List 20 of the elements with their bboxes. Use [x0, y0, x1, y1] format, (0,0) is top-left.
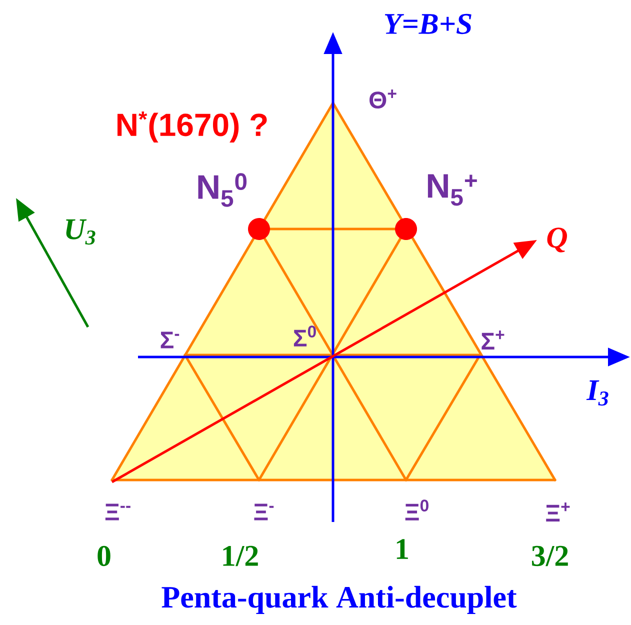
value-label: 3/2	[532, 546, 568, 566]
particle-label: Ξ$^{0}$	[405, 500, 428, 520]
particle-label: Ξ$^{+}$	[546, 502, 570, 522]
particle-label: Ξ$^{-}$	[254, 504, 274, 520]
particle-label: Σ$^{+}$	[482, 330, 504, 350]
particle-label: N$_{5}$+	[428, 174, 477, 206]
axis-label: Q	[547, 228, 567, 252]
caption: Penta-quark Anti-decuplet	[162, 586, 517, 614]
value-label: 0	[98, 546, 110, 566]
axis-label: I$_{3}$	[586, 380, 608, 406]
particle-label: N$_{5}$0	[198, 173, 247, 207]
particle-label: Θ$^{+}$	[370, 89, 396, 109]
value-label: 1	[396, 539, 408, 559]
particle-label: Ξ$^{--}$	[105, 504, 130, 520]
particle-label: Σ$^{0}$	[294, 326, 316, 346]
axis-label: Y=B+S	[384, 14, 472, 34]
axis-label: U$_{3}$	[66, 219, 96, 245]
value-label: 1/2	[223, 546, 258, 566]
resonance-label: N$^{*}$(1670) ?	[118, 111, 267, 143]
particle-label: Σ$^{-}$	[160, 332, 180, 348]
